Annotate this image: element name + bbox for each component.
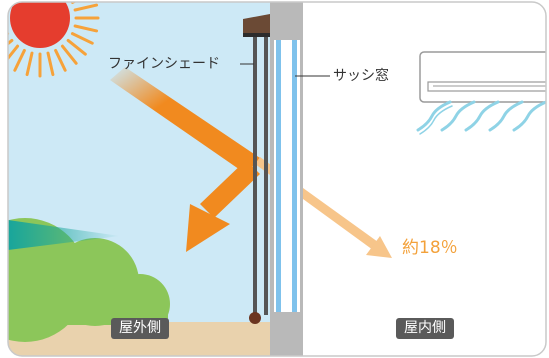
sun-ray: [73, 24, 99, 33]
reflected-heat-arrow: [186, 160, 260, 252]
sun-ray: [66, 38, 87, 56]
sun-ray: [8, 2, 10, 4]
diagram-border: [7, 1, 547, 357]
breeze-wedge: [8, 220, 120, 250]
outdoor-side-badge: 屋外側: [111, 318, 169, 340]
transmission-percent-label: 約18％: [402, 238, 458, 258]
glass-pane-inner: [292, 40, 297, 312]
shade-weight: [249, 312, 261, 324]
sun-ray: [54, 48, 67, 72]
shade-label: ファインシェード: [108, 56, 220, 72]
cool-air-icon: [416, 100, 546, 135]
incoming-heat-arrow: [110, 67, 260, 174]
sun-ray: [0, 5, 5, 10]
sash-label: サッシ窓: [333, 68, 389, 84]
sun-ray: [46, 51, 55, 77]
roller-box: [243, 14, 270, 37]
air-conditioner-icon: [419, 51, 546, 103]
shade-bar-front: [253, 37, 257, 315]
sun-ray: [13, 48, 26, 72]
sun-ray: [8, 32, 10, 45]
shade-bar-back: [264, 37, 268, 315]
sun-icon: [0, 2, 100, 78]
sun-ray: [25, 51, 34, 77]
sun-ray: [8, 38, 14, 56]
sun-ray: [70, 32, 94, 45]
sun-ray: [60, 44, 78, 65]
sun-ray: [8, 44, 20, 65]
glass-pane-outer: [276, 40, 281, 312]
sun-ray: [73, 3, 99, 12]
indoor-side-badge: 屋内側: [396, 318, 454, 340]
sun-ray: [0, 26, 5, 31]
